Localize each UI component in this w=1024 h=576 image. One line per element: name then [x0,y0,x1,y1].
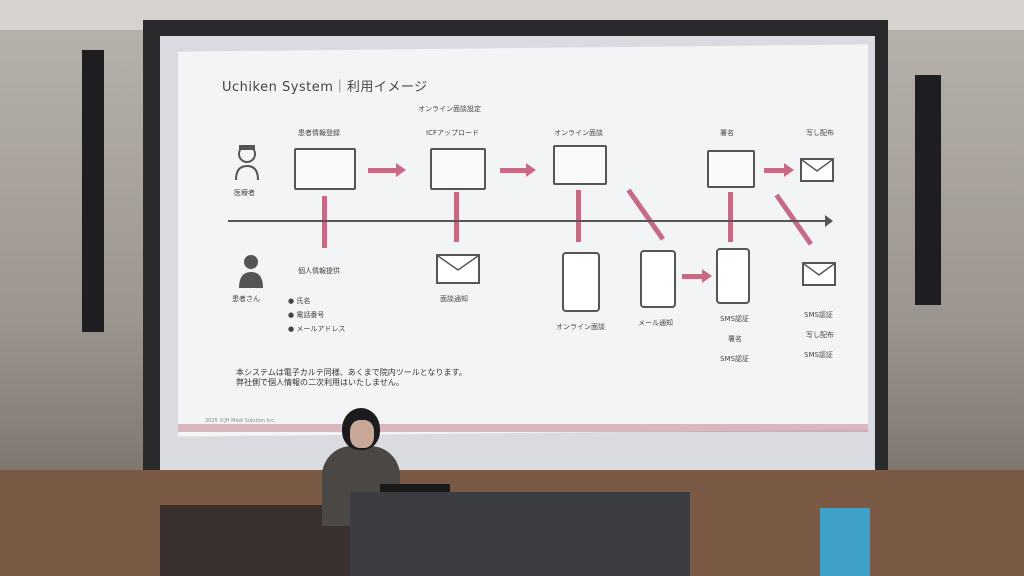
step-interview-notice-label: 面談通知 [440,295,468,303]
arrow-right [368,163,406,177]
slide-copyright: 2025 ©JH Medi Solution Inc. [205,418,276,424]
document-sign-icon [707,150,755,188]
slide-title: Uchiken System｜利用イメージ [222,80,428,95]
step-signature-label: 署名 [720,129,734,137]
doctor-icon [232,142,262,182]
step-copy-delivery-label: 写し配布 [806,129,834,137]
register-form-icon [294,148,356,190]
arrow-right [764,163,794,177]
arrow-right [500,163,536,177]
arrow-up [728,192,733,242]
podium [350,492,690,576]
right-speaker [915,75,941,305]
presenter-face [350,420,374,448]
doctor-label: 医療者 [234,189,255,197]
step-sms-auth-label: SMS認証 [720,355,749,363]
step-sms-auth-label: SMS認証 [720,315,749,323]
step-personal-info-label: 個人情報提供 [298,267,340,275]
note-line: 弊社側で個人情報の二次利用はいたしません。 [236,378,404,387]
step-copy-delivery-patient-label: 写し配布 [806,331,834,339]
poster [820,508,870,576]
phone-video-icon [562,252,600,312]
mail-icon [436,254,480,284]
step-icf-upload-label: ICFアップロード [426,129,479,137]
timeline-arrowhead [825,215,833,227]
left-speaker [82,50,104,332]
bullet-item: ● 氏名 [288,297,311,305]
timeline [228,220,828,222]
bullet-item: ● メールアドレス [288,325,346,333]
video-call-icon [553,145,607,185]
arrow-down [454,192,459,242]
step-sms-auth-label: SMS認証 [804,311,833,319]
cloud-upload-icon [430,148,486,190]
step-online-setup-label: オンライン面談設定 [418,105,481,113]
mail-icon [800,158,834,182]
phone-mail-icon [640,250,676,308]
step-sms-auth-label: SMS認証 [804,351,833,359]
arrow-up [322,196,327,248]
patient-icon [236,252,266,290]
mail-icon [802,262,836,286]
note-line: 本システムは電子カルテ同様、あくまで院内ツールとなります。 [236,368,467,377]
step-mail-notice-label: メール通知 [638,319,673,327]
step-signature-patient-label: 署名 [728,335,742,343]
slide-note: 本システムは電子カルテ同様、あくまで院内ツールとなります。 弊社側で個人情報の二… [236,368,467,388]
bullet-item: ● 電話番号 [288,311,325,319]
arrow-updown [576,190,581,242]
step-online-interview-label: オンライン面談 [554,129,603,137]
patient-label: 患者さん [232,295,260,303]
step-patient-register-label: 患者情報登録 [298,129,340,137]
slide-accent-bar [178,424,868,432]
step-online-interview-patient-label: オンライン面談 [556,323,605,331]
phone-sign-icon [716,248,750,304]
arrow-right [682,269,712,283]
